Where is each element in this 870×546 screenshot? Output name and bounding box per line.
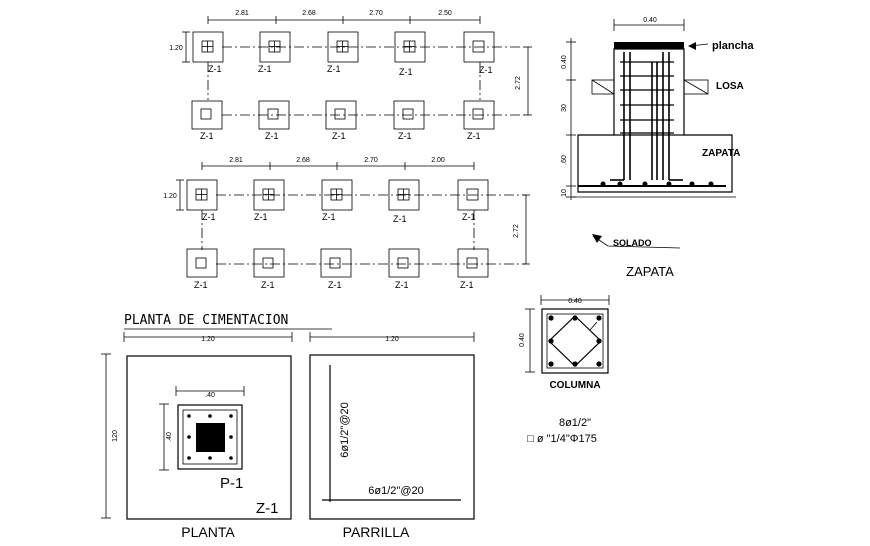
span-dimension: 2.68 [302, 10, 316, 17]
footing-label: Z-1 [208, 64, 222, 74]
footing-label: Z-1 [258, 64, 272, 74]
parrilla-top-dimension: 1.20 [385, 336, 399, 343]
foundation-plan-bottom: 2.81 2.68 2.70 2.00 1.20 2.72 Z-1 Z-1 Z-… [163, 157, 530, 290]
footing-label: Z-1 [398, 131, 412, 141]
footing-label: Z-1 [202, 212, 216, 222]
side-dimension: 2.72 [515, 76, 522, 90]
footing-label: Z-1 [332, 131, 346, 141]
footing [463, 31, 495, 63]
footing-label: Z-1 [327, 64, 341, 74]
columna-caption: COLUMNA [549, 380, 600, 391]
footing [327, 31, 359, 63]
span-dimension: 2.50 [438, 10, 452, 17]
footing-label: Z-1 [328, 280, 342, 290]
planta-detail: 1.20 120 .40 .40 P-1 Z-1 PLANTA [101, 332, 293, 540]
parrilla-detail: 1.20 6ø1/2"@20 6ø1/2"@20 PARRILLA [309, 332, 475, 540]
span-dimension: 2.70 [369, 10, 383, 17]
footing [325, 100, 357, 130]
column-side-dimension: .40 [166, 432, 173, 442]
footing [186, 179, 218, 211]
footing-label: Z-1 [462, 212, 476, 222]
footing [388, 248, 420, 278]
zapata-label: ZAPATA [702, 148, 740, 159]
span-dimension: 2.68 [296, 157, 310, 164]
footing-label: Z-1 [261, 280, 275, 290]
footing [457, 179, 489, 211]
footing [253, 179, 285, 211]
footing [191, 100, 223, 130]
footing-label: Z-1 [200, 131, 214, 141]
footing [259, 31, 291, 63]
span-dimension: 2.81 [235, 10, 249, 17]
footing-id-label: Z-1 [256, 500, 279, 517]
footing-label: Z-1 [265, 131, 279, 141]
footing-section: 0.40 plancha LOSA [561, 17, 754, 279]
section-dimension: 30 [561, 104, 568, 112]
plancha-label: plancha [712, 40, 754, 52]
section-dimension: .60 [561, 155, 568, 165]
plancha-plate [614, 42, 684, 49]
main-bars-spec: 8ø1/2" [559, 417, 591, 429]
side-dimension: 1.20 [169, 45, 183, 52]
vertical-bars-spec: 6ø1/2"@20 [339, 402, 351, 457]
section-dimension: 0.40 [561, 55, 568, 69]
footing-label: Z-1 [254, 212, 268, 222]
footing [320, 248, 352, 278]
footing [463, 100, 495, 130]
section-title: ZAPATA [626, 264, 674, 279]
footing [457, 248, 489, 278]
columna-top-dimension: 0.40 [568, 298, 582, 305]
footing-label: Z-1 [399, 67, 413, 77]
span-dimension: 2.00 [431, 157, 445, 164]
columna-detail: 0.40 0.40 COLUMNA 8ø1/2" □ ø "1/4"Φ175 [519, 295, 610, 445]
footing [186, 248, 218, 278]
column-top-dimension: .40 [205, 392, 215, 399]
parrilla-caption: PARRILLA [343, 524, 410, 540]
section-top-dimension: 0.40 [643, 17, 657, 24]
solado-label: SOLADO [613, 238, 652, 248]
section-dimension: 10 [561, 189, 568, 197]
footing [258, 100, 290, 130]
footing-label: Z-1 [393, 214, 407, 224]
footing-label: Z-1 [467, 131, 481, 141]
footing-label: Z-1 [395, 280, 409, 290]
span-dimension: 2.70 [364, 157, 378, 164]
side-dimension: 2.72 [513, 224, 520, 238]
columna-side-dimension: 0.40 [519, 333, 526, 347]
planta-side-dimension: 120 [112, 430, 119, 442]
column-label: P-1 [220, 475, 243, 492]
side-dimension: 1.20 [163, 193, 177, 200]
stirrup-spec: □ ø "1/4"Φ175 [527, 433, 597, 445]
footing [388, 179, 420, 211]
foundation-plan-top: 2.81 2.68 2.70 2.50 1.20 2.72 Z-1 Z-1 Z-… [169, 10, 532, 141]
footing [393, 100, 425, 130]
horizontal-bars-spec: 6ø1/2"@20 [368, 485, 423, 497]
footing-label: Z-1 [194, 280, 208, 290]
footing-label: Z-1 [460, 280, 474, 290]
footing [321, 179, 353, 211]
plan-title: PLANTA DE CIMENTACION [124, 313, 288, 328]
planta-top-dimension: 1.20 [201, 336, 215, 343]
footing-label: Z-1 [479, 65, 493, 75]
footing-label: Z-1 [322, 212, 336, 222]
planta-caption: PLANTA [181, 524, 235, 540]
span-dimension: 2.81 [229, 157, 243, 164]
losa-label: LOSA [716, 81, 744, 92]
footing [253, 248, 285, 278]
footing [394, 31, 426, 63]
footing [192, 31, 224, 63]
